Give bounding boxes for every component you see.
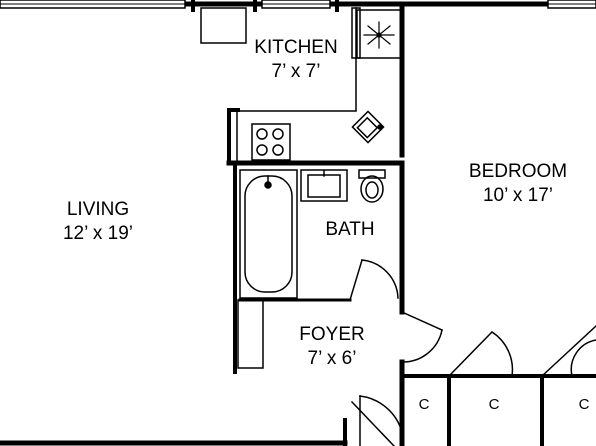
living-kitchen-wall: [227, 108, 240, 162]
bedroom-name: BEDROOM: [468, 161, 568, 182]
foyer-living-wall: [233, 298, 264, 374]
foyer-size: 7’ x 6’: [307, 348, 357, 369]
toilet-icon: [358, 169, 386, 203]
closet-label-1: C: [418, 396, 430, 413]
vanity-sink-icon: [300, 169, 348, 202]
foyer-label: FOYER 7’ x 6’: [272, 323, 392, 371]
bath-label: BATH: [300, 218, 400, 242]
bath-name: BATH: [325, 219, 375, 240]
kitchen-label: KITCHEN 7’ x 7’: [236, 36, 356, 84]
top-exterior-wall: [0, 0, 596, 12]
bedroom-label: BEDROOM 10’ x 17’: [448, 160, 588, 208]
kitchen-name: KITCHEN: [254, 37, 338, 58]
bathtub-icon: [239, 169, 298, 299]
closet-label-3: C: [578, 396, 590, 413]
bath-door: [349, 259, 399, 301]
foyer-name: FOYER: [299, 324, 365, 345]
closets: [399, 324, 596, 446]
refrigerator: [200, 7, 247, 44]
range-burners-icon: [251, 123, 291, 161]
closet-label-2: C: [488, 396, 500, 413]
living-size: 12’ x 19’: [62, 223, 134, 244]
bottom-exterior-wall: [0, 418, 348, 446]
sink-icon: [351, 110, 385, 144]
bedroom-size: 10’ x 17’: [482, 185, 554, 206]
living-label: LIVING 12’ x 19’: [38, 198, 158, 246]
fan-icon: [363, 21, 395, 49]
living-name: LIVING: [66, 199, 130, 220]
bedroom-door: [399, 311, 443, 379]
kitchen-counter: [236, 7, 402, 161]
kitchen-size: 7’ x 7’: [271, 61, 321, 82]
entry-door: [350, 395, 403, 446]
